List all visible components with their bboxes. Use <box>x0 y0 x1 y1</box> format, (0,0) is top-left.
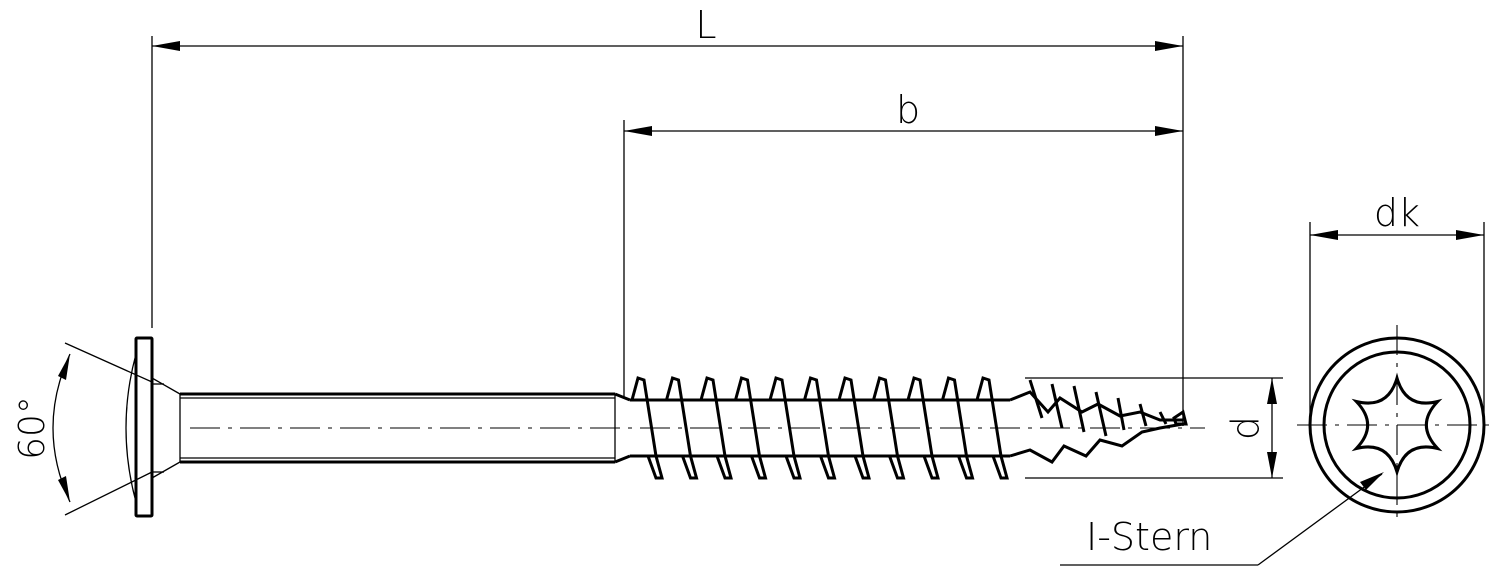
dimension-dk: dk <box>1309 191 1485 418</box>
dimension-d: d <box>1025 377 1283 479</box>
drive-label: I-Stern <box>1086 515 1212 559</box>
dimension-angle: 60° <box>12 342 153 516</box>
angle-label: 60° <box>12 396 53 460</box>
diameter-label: d <box>1224 416 1268 440</box>
screw-side-view <box>125 336 1205 518</box>
thread-length-label: b <box>896 88 920 132</box>
dimension-drive: I-Stern <box>1060 472 1384 566</box>
thread-flanks <box>630 376 1009 480</box>
dimension-L: L <box>151 3 1184 426</box>
torx-star-icon <box>1351 372 1443 478</box>
length-label: L <box>695 3 716 47</box>
screw-head-end-view <box>1297 325 1497 525</box>
dimension-b: b <box>623 88 1183 398</box>
head-diameter-label: dk <box>1374 191 1420 235</box>
